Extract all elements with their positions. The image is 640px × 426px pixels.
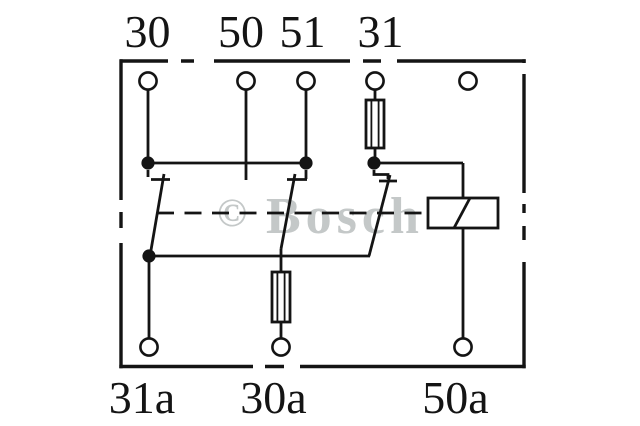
contact-stub: [372, 170, 390, 179]
relay-coil-icon: [426, 196, 500, 339]
contact-arm: [148, 173, 166, 257]
junction-51: [299, 156, 313, 170]
label-50a: 50a: [422, 372, 488, 423]
label-30a: 30a: [240, 372, 306, 423]
switch-contact-middle-icon: [279, 170, 308, 272]
switch-contact-left-icon: [146, 170, 170, 257]
bosch-watermark: © Bosch: [217, 188, 419, 245]
switch-contact-right-icon: [367, 170, 397, 257]
label-51: 51: [280, 6, 326, 57]
contact-arm: [279, 173, 297, 250]
junction-dots: [141, 156, 381, 263]
bus-lines: [148, 161, 465, 258]
junction-30: [141, 156, 155, 170]
label-50: 50: [218, 6, 264, 57]
terminals-top: [138, 71, 478, 91]
label-30: 30: [125, 6, 171, 57]
label-31: 31: [358, 6, 404, 57]
fuse-terminal-31-icon: [364, 98, 386, 150]
contact-arm: [367, 174, 392, 257]
terminal-stems: [146, 89, 377, 180]
housing-border: [119, 59, 526, 369]
terminals-bottom: [139, 337, 473, 357]
fuse-body: [270, 270, 292, 324]
fuse-body: [364, 98, 386, 150]
terminal-31: [365, 71, 385, 91]
terminal-30a: [271, 337, 291, 357]
terminal-50: [236, 71, 256, 91]
terminal-30: [138, 71, 158, 91]
label-31a: 31a: [109, 372, 175, 423]
terminal-31a: [139, 337, 159, 357]
terminal-unlabeled: [458, 71, 478, 91]
terminal-51: [296, 71, 316, 91]
fuse-terminal-30a-icon: [270, 270, 292, 339]
terminal-labels: 30 50 51 31 31a 30a 50a: [109, 6, 489, 423]
junction-31: [367, 156, 381, 170]
terminal-50a: [453, 337, 473, 357]
coil-diagonal: [452, 197, 472, 229]
